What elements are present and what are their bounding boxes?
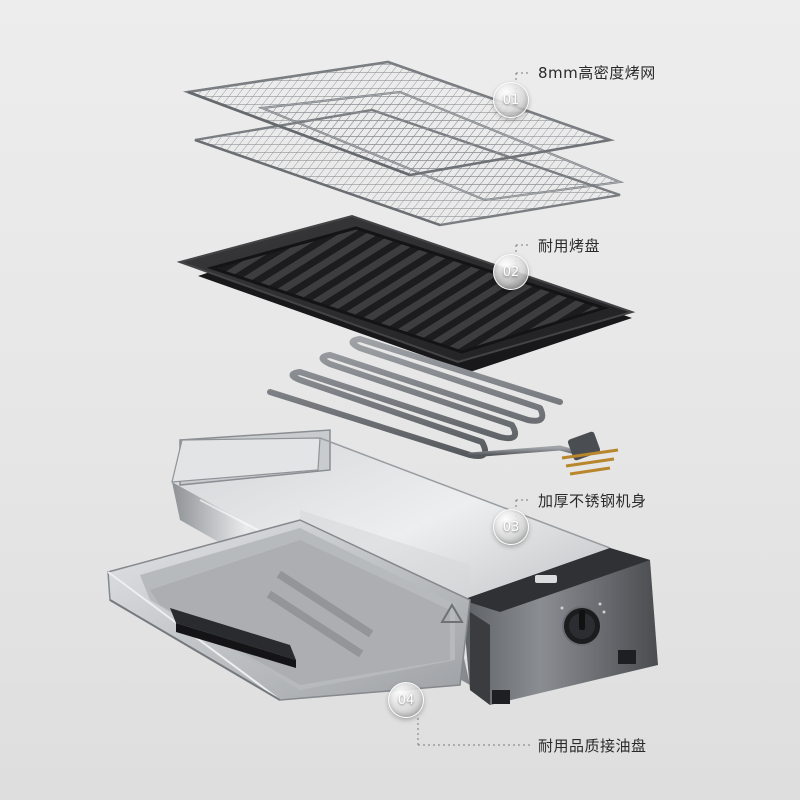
- callout-label-03: 加厚不锈钢机身: [538, 490, 647, 511]
- callout-number-04: 04: [398, 693, 415, 708]
- callout-label-01: 8mm高密度烤网: [538, 62, 656, 83]
- callout-badge-02: 02: [493, 254, 529, 290]
- callout-badge-04: 04: [388, 682, 424, 718]
- callout-label-04: 耐用品质接油盘: [538, 735, 647, 756]
- callout-label-02: 耐用烤盘: [538, 235, 600, 256]
- callout-number-02: 02: [503, 265, 520, 280]
- callout-badge-03: 03: [493, 509, 529, 545]
- callout-number-03: 03: [503, 520, 520, 535]
- callout-badge-01: 01: [493, 82, 529, 118]
- brand-logo: [535, 575, 557, 583]
- callout-number-01: 01: [503, 93, 520, 108]
